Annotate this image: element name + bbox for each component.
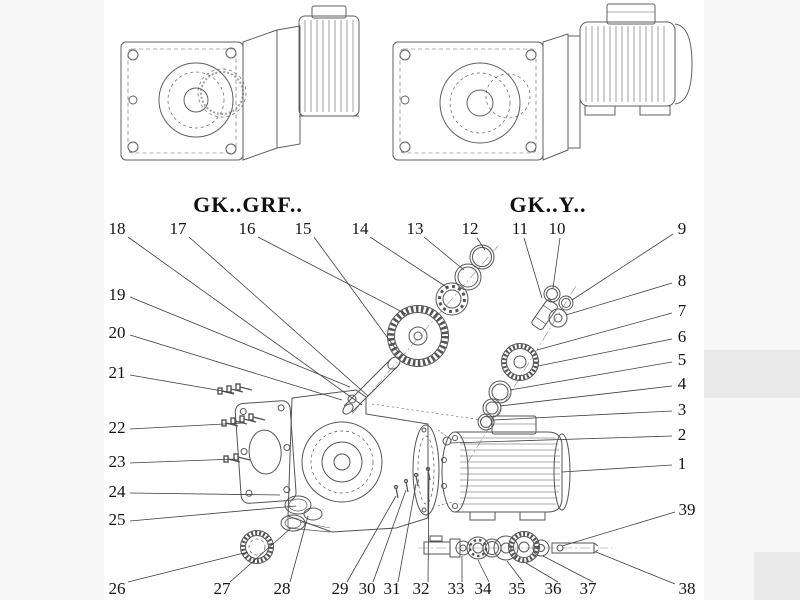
part-number-callout: 33 bbox=[447, 579, 465, 598]
part-number-callout: 38 bbox=[678, 579, 696, 598]
part-number-callout: 17 bbox=[169, 219, 187, 238]
model-label-y: GK..Y.. bbox=[509, 192, 587, 217]
scan-artifact-patch bbox=[704, 350, 800, 398]
input-bearing bbox=[435, 282, 469, 316]
part-number-callout: 2 bbox=[677, 425, 687, 444]
page-margin-left bbox=[0, 0, 104, 600]
part-number-callout: 21 bbox=[108, 363, 126, 382]
part-number-callout: 39 bbox=[678, 500, 696, 519]
part-number-callout: 34 bbox=[474, 579, 492, 598]
part-number-callout: 27 bbox=[213, 579, 231, 598]
assembled-gearbox-y-drawing bbox=[392, 3, 693, 161]
part-number-callout: 10 bbox=[548, 219, 566, 238]
part-number-callout: 29 bbox=[331, 579, 349, 598]
electric-motor bbox=[441, 415, 571, 521]
part-number-callout: 16 bbox=[238, 219, 256, 238]
part-number-callout: 36 bbox=[544, 579, 562, 598]
exploded-view bbox=[217, 244, 612, 564]
part-number-callout: 9 bbox=[677, 219, 687, 238]
part-number-callout: 8 bbox=[677, 271, 687, 290]
part-number-callout: 26 bbox=[108, 579, 126, 598]
part-number-callout: 22 bbox=[108, 418, 126, 437]
gear-housing bbox=[287, 389, 483, 533]
housing-bolts bbox=[217, 383, 266, 463]
part-number-callout: 23 bbox=[108, 452, 126, 471]
part-number-callout: 37 bbox=[579, 579, 597, 598]
breather-plug bbox=[442, 436, 452, 446]
flange-fasteners bbox=[393, 466, 431, 499]
pinion-shaft-cluster bbox=[477, 285, 574, 431]
input-shaft bbox=[342, 356, 401, 415]
big-helical-gear bbox=[387, 305, 449, 367]
part-number-callout: 24 bbox=[108, 482, 126, 501]
retaining-rings-upper bbox=[454, 244, 495, 291]
part-number-callout: 19 bbox=[108, 285, 126, 304]
part-number-callout: 28 bbox=[273, 579, 291, 598]
part-number-callout: 32 bbox=[412, 579, 430, 598]
part-number-callout: 1 bbox=[677, 454, 687, 473]
leader-lines bbox=[127, 233, 676, 585]
part-number-callout: 6 bbox=[677, 327, 687, 346]
output-shaft-assembly bbox=[423, 531, 599, 563]
assembled-gearbox-grf-drawing bbox=[120, 5, 360, 161]
model-label-grf: GK..GRF.. bbox=[193, 192, 303, 217]
part-number-callout: 25 bbox=[108, 510, 126, 529]
part-number-callout: 31 bbox=[383, 579, 401, 598]
part-number-callout: 4 bbox=[677, 374, 687, 393]
part-number-callout: 7 bbox=[677, 301, 687, 320]
page-margin-right bbox=[704, 0, 800, 600]
seal-rings bbox=[280, 495, 323, 532]
part-number-callout: 11 bbox=[511, 219, 529, 238]
part-number-callout: 5 bbox=[677, 350, 687, 369]
part-number-callout: 12 bbox=[461, 219, 479, 238]
part-number-callout: 35 bbox=[508, 579, 526, 598]
scan-artifact-patch bbox=[754, 552, 800, 600]
part-number-callout: 20 bbox=[108, 323, 126, 342]
part-number-callout: 3 bbox=[677, 400, 687, 419]
part-number-callout: 13 bbox=[406, 219, 424, 238]
part-number-callout: 14 bbox=[351, 219, 369, 238]
part-number-callout: 30 bbox=[358, 579, 376, 598]
centerlines bbox=[351, 245, 612, 549]
part-number-callout: 18 bbox=[108, 219, 126, 238]
part-number-callout: 15 bbox=[294, 219, 312, 238]
